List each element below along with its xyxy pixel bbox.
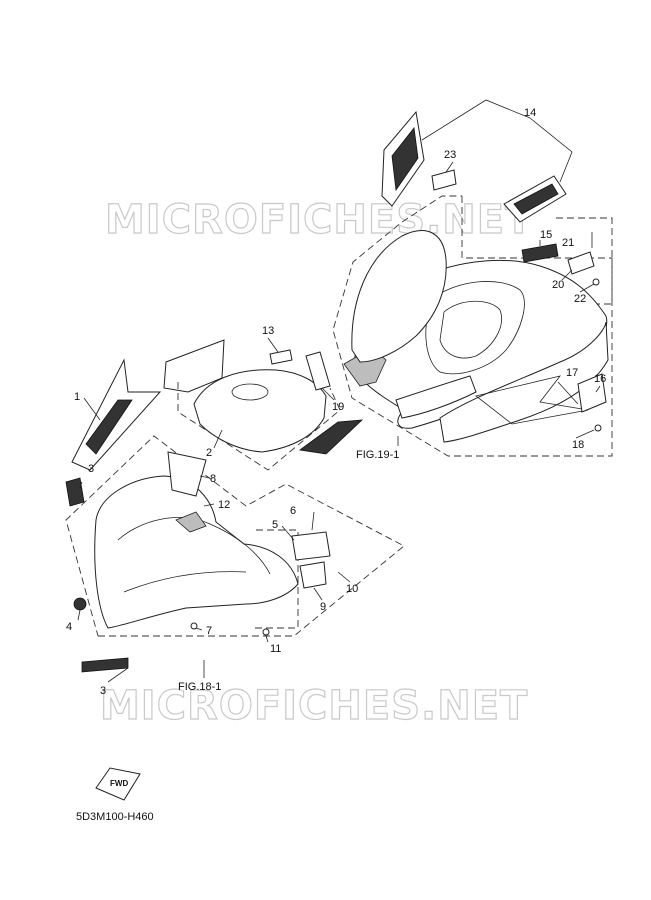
clip-7 — [190, 622, 198, 630]
callout-4: 4 — [66, 621, 72, 633]
plate-5 — [291, 531, 331, 561]
decal-15 — [521, 243, 559, 263]
callout-3b: 3 — [100, 685, 106, 697]
callout-21: 21 — [562, 237, 574, 249]
rear-side-panel — [439, 321, 609, 443]
callout-22: 22 — [574, 293, 586, 305]
decal-3-lower — [81, 657, 129, 673]
fwd-label: FWD — [110, 779, 128, 788]
callout-7: 7 — [206, 625, 212, 637]
callout-3a: 3 — [88, 463, 94, 475]
seat-well-inner — [439, 300, 502, 359]
callout-18: 18 — [572, 439, 584, 451]
callout-8: 8 — [210, 473, 216, 485]
decal-14-left-band — [391, 127, 419, 192]
figure-ref-18-1: FIG.18-1 — [178, 681, 221, 693]
callout-13: 13 — [262, 325, 274, 337]
fwd-arrow-icon — [95, 767, 141, 801]
sticker-13 — [269, 349, 293, 365]
diagram-code: 5D3M100-H460 — [76, 811, 154, 823]
decal-23 — [431, 169, 457, 191]
watermark-top: MICROFICHES.NET — [105, 197, 533, 243]
callout-1: 1 — [74, 391, 80, 403]
callout-2: 2 — [206, 447, 212, 459]
clip-11 — [262, 628, 270, 636]
callout-5: 5 — [272, 519, 278, 531]
seat-well — [425, 281, 525, 375]
plate-20 — [567, 251, 595, 275]
clip-22 — [592, 278, 600, 286]
front-bracket — [175, 511, 207, 533]
fender-crease — [123, 571, 247, 593]
plate-16 — [577, 373, 607, 413]
callout-19: 19 — [332, 401, 344, 413]
clip-18 — [594, 424, 602, 432]
fender-inner-line — [117, 517, 271, 575]
callout-17: 17 — [566, 367, 578, 379]
sticker-19 — [305, 351, 331, 391]
callout-14: 14 — [524, 107, 536, 119]
callout-12: 12 — [218, 499, 230, 511]
callout-10: 10 — [346, 583, 358, 595]
side-cover-left — [163, 339, 225, 393]
figure-ref-19-1: FIG.19-1 — [356, 449, 399, 461]
middle-group-outline — [177, 382, 341, 471]
decal-1-band — [85, 399, 133, 455]
callout-9: 9 — [320, 601, 326, 613]
callout-leaders — [77, 269, 601, 643]
callouts: 1 2 3 3 4 5 6 7 8 9 10 11 12 13 14 15 16… — [66, 107, 606, 697]
tank-decal-right — [298, 419, 364, 455]
callout-16: 16 — [594, 373, 606, 385]
callout-11: 11 — [270, 643, 281, 655]
plate-9 — [299, 561, 327, 589]
decal-14-right-band — [513, 183, 559, 215]
watermark-bottom: MICROFICHES.NET — [100, 683, 528, 729]
callout-15: 15 — [540, 229, 552, 241]
rear-group-outline — [332, 195, 613, 457]
rear-stripe — [475, 375, 589, 425]
rear-front-flap — [395, 375, 477, 419]
front-fender — [94, 475, 299, 629]
front-cowl-tall — [351, 230, 447, 363]
decal-3-upper — [65, 477, 85, 507]
cap-4 — [73, 597, 87, 611]
headlight-panel-8 — [167, 451, 207, 497]
front-decal-subgroup-outline — [254, 529, 299, 629]
callout-6: 6 — [290, 505, 296, 517]
tank-cover-cap — [231, 383, 269, 401]
callout-20: 20 — [552, 279, 564, 291]
tank-cover — [193, 369, 327, 453]
callout-23: 23 — [444, 149, 456, 161]
